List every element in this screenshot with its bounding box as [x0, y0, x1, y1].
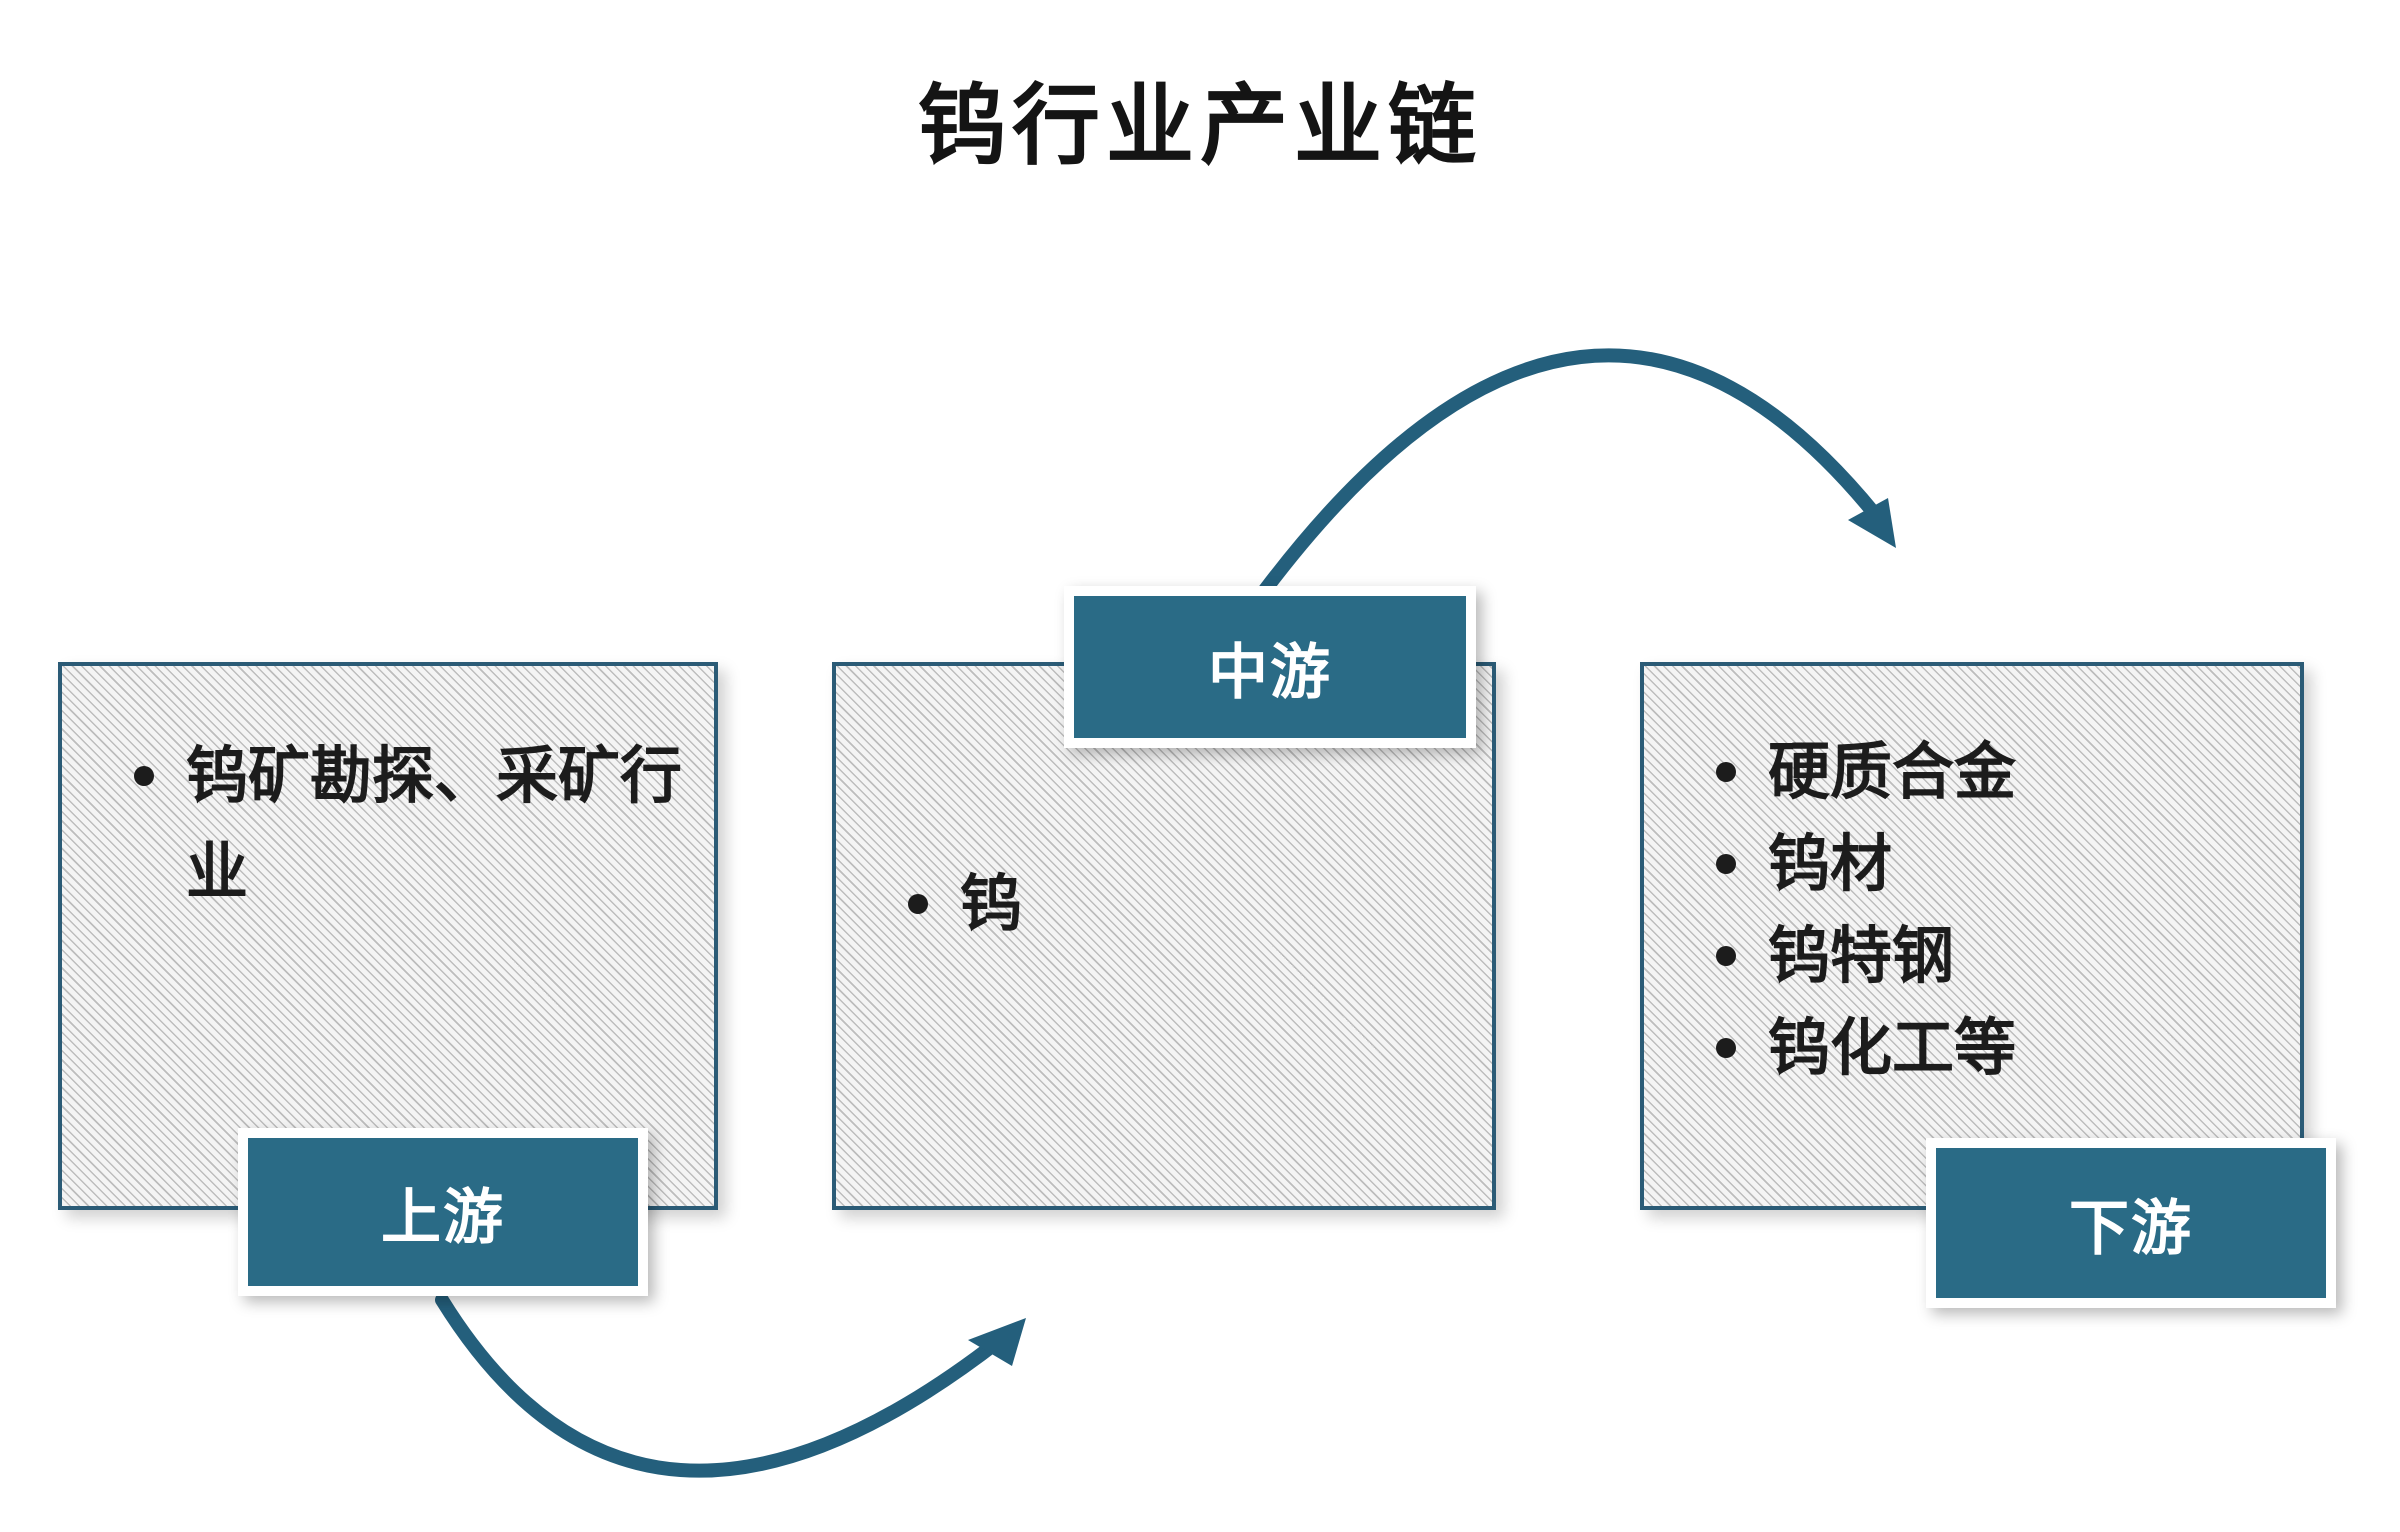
midstream-tag: 中游: [1064, 586, 1476, 748]
arrow-midstream-to-downstream: [1258, 348, 1885, 597]
arrow-head-midstream-to-downstream-icon: [1848, 498, 1896, 548]
midstream-box: 钨: [832, 662, 1496, 1210]
downstream-box: 硬质合金 钨材 钨特钢 钨化工等: [1640, 662, 2304, 1210]
downstream-tag: 下游: [1926, 1138, 2336, 1308]
upstream-item: 钨矿勘探、采矿行业: [134, 728, 694, 920]
downstream-item: 钨材: [1716, 818, 2276, 910]
midstream-item: 钨: [908, 856, 1468, 952]
upstream-items: 钨矿勘探、采矿行业: [134, 728, 694, 920]
downstream-items: 硬质合金 钨材 钨特钢 钨化工等: [1716, 726, 2276, 1094]
page-title: 钨行业产业链: [917, 73, 1482, 177]
downstream-item: 钨化工等: [1716, 1002, 2276, 1094]
downstream-item: 硬质合金: [1716, 726, 2276, 818]
arrow-head-upstream-to-midstream-icon: [968, 1318, 1026, 1366]
downstream-item: 钨特钢: [1716, 910, 2276, 1002]
midstream-items: 钨: [908, 856, 1468, 952]
arrow-upstream-to-midstream: [435, 1293, 1007, 1478]
upstream-tag: 上游: [238, 1128, 648, 1296]
